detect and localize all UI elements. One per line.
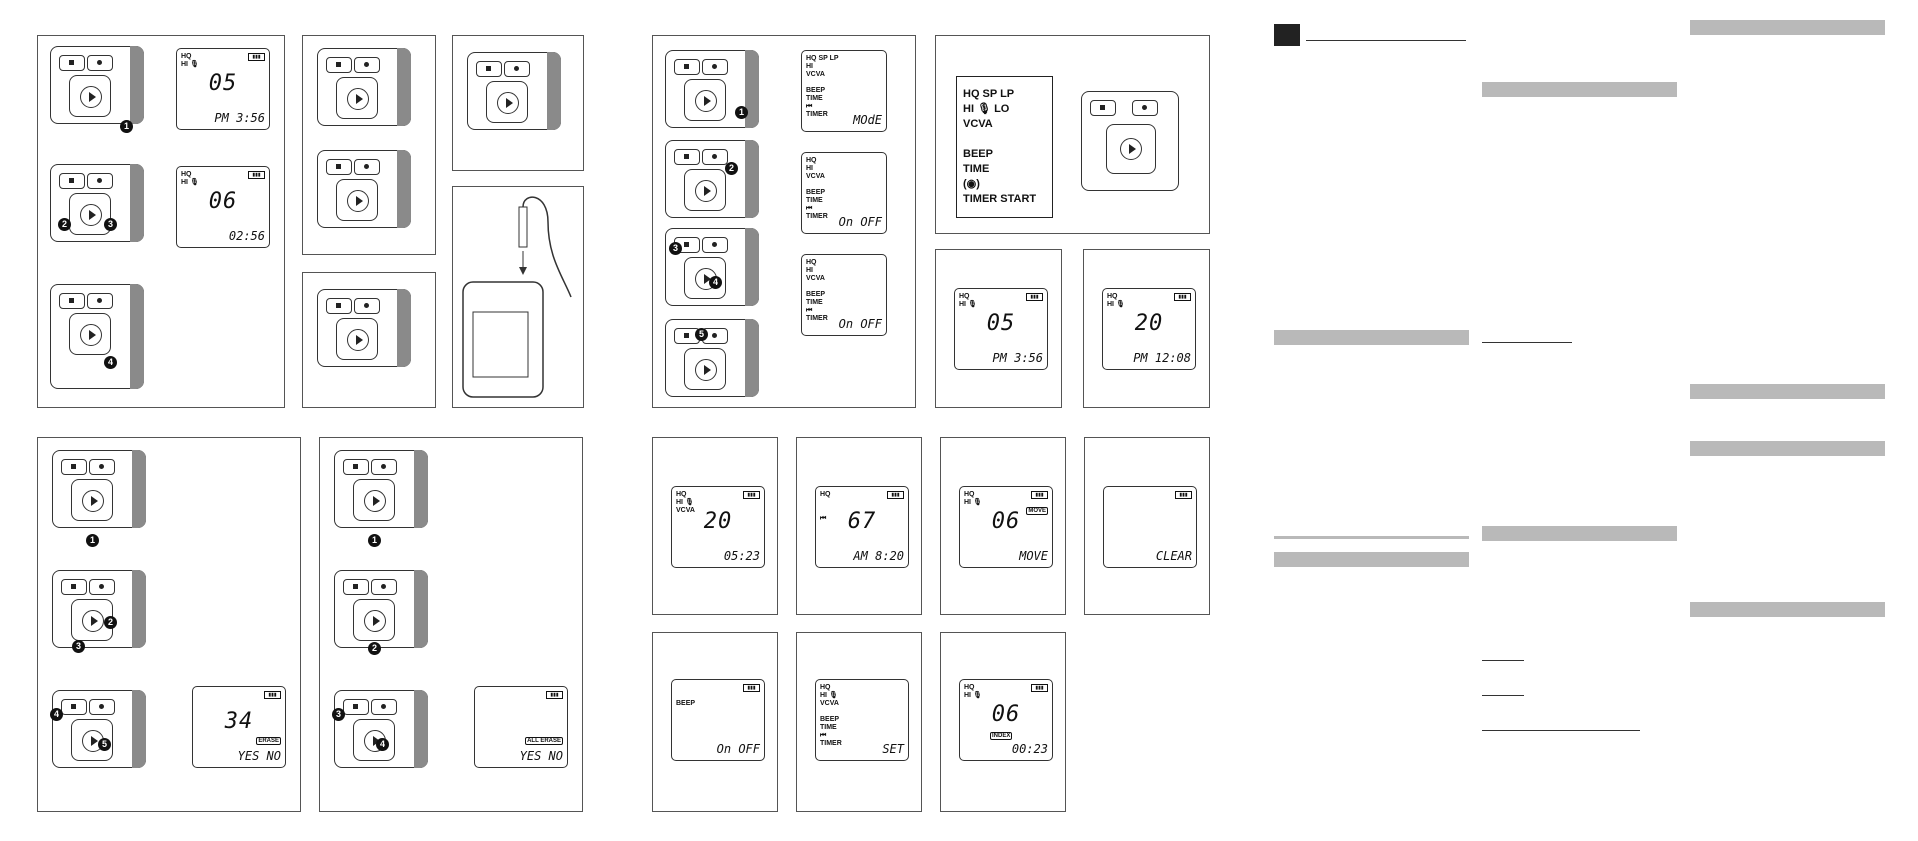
underline xyxy=(1482,730,1640,731)
lcd-display-clear: ▮▮▮CLEAR xyxy=(1103,486,1197,568)
step-3-marker: 3 xyxy=(332,708,345,721)
heading-bar xyxy=(1690,384,1885,399)
step-3-marker: 3 xyxy=(104,218,117,231)
step-5-marker: 5 xyxy=(98,738,111,751)
step-1-marker: 1 xyxy=(735,106,748,119)
panel-l5: BEEP▮▮▮On OFF xyxy=(652,632,778,812)
device-illustration xyxy=(334,690,428,768)
device-illustration xyxy=(317,289,411,367)
step-1-marker: 1 xyxy=(368,534,381,547)
panel-l4: ▮▮▮CLEAR xyxy=(1084,437,1210,615)
panel-b xyxy=(302,35,436,255)
underline xyxy=(1482,342,1572,343)
heading-bar xyxy=(1274,552,1469,567)
heading-bar xyxy=(1690,20,1885,35)
heading-bar xyxy=(1690,441,1885,456)
underline xyxy=(1482,695,1524,696)
device-illustration xyxy=(467,52,561,130)
device-illustration xyxy=(50,284,144,389)
device-illustration xyxy=(52,450,146,528)
device-illustration xyxy=(665,140,759,218)
underline xyxy=(1482,660,1524,661)
panel-d xyxy=(302,272,436,408)
panel-e xyxy=(452,186,584,408)
heading-bar xyxy=(1482,82,1677,97)
section-marker xyxy=(1274,24,1300,46)
device-illustration xyxy=(52,690,146,768)
device-illustration xyxy=(317,150,411,228)
step-1-marker: 1 xyxy=(120,120,133,133)
device-illustration xyxy=(52,570,146,648)
device-illustration xyxy=(334,450,428,528)
panel-c xyxy=(452,35,584,171)
step-4-marker: 4 xyxy=(104,356,117,369)
device-illustration xyxy=(334,570,428,648)
step-4-marker: 4 xyxy=(709,276,722,289)
full-display-indicators: HQ SP LP HI 🎙 LO VCVA BEEP TIME (◉) TIME… xyxy=(956,76,1053,218)
panel-g: HQ SP LP HI 🎙 LO VCVA BEEP TIME (◉) TIME… xyxy=(935,35,1210,234)
step-4-marker: 4 xyxy=(50,708,63,721)
device-illustration xyxy=(665,228,759,306)
step-5-marker: 5 xyxy=(695,328,708,341)
device-illustration xyxy=(317,48,411,126)
device-illustration xyxy=(50,46,144,124)
step-2-marker: 2 xyxy=(368,642,381,655)
step-3-marker: 3 xyxy=(669,242,682,255)
step-2-marker: 2 xyxy=(104,616,117,629)
step-2-marker: 2 xyxy=(58,218,71,231)
heading-rule xyxy=(1306,40,1466,41)
step-1-marker: 1 xyxy=(86,534,99,547)
heading-rule xyxy=(1274,536,1469,539)
device-illustration xyxy=(1081,91,1179,191)
heading-bar xyxy=(1482,526,1677,541)
step-4-marker: 4 xyxy=(376,738,389,751)
step-2-marker: 2 xyxy=(725,162,738,175)
device-illustration xyxy=(665,319,759,397)
step-3-marker: 3 xyxy=(72,640,85,653)
device-illustration xyxy=(50,164,144,242)
heading-bar xyxy=(1274,330,1469,345)
lcd-display-beep: BEEP▮▮▮On OFF xyxy=(671,679,765,761)
heading-bar xyxy=(1690,602,1885,617)
device-illustration xyxy=(665,50,759,128)
earphone-illustration xyxy=(462,196,572,398)
